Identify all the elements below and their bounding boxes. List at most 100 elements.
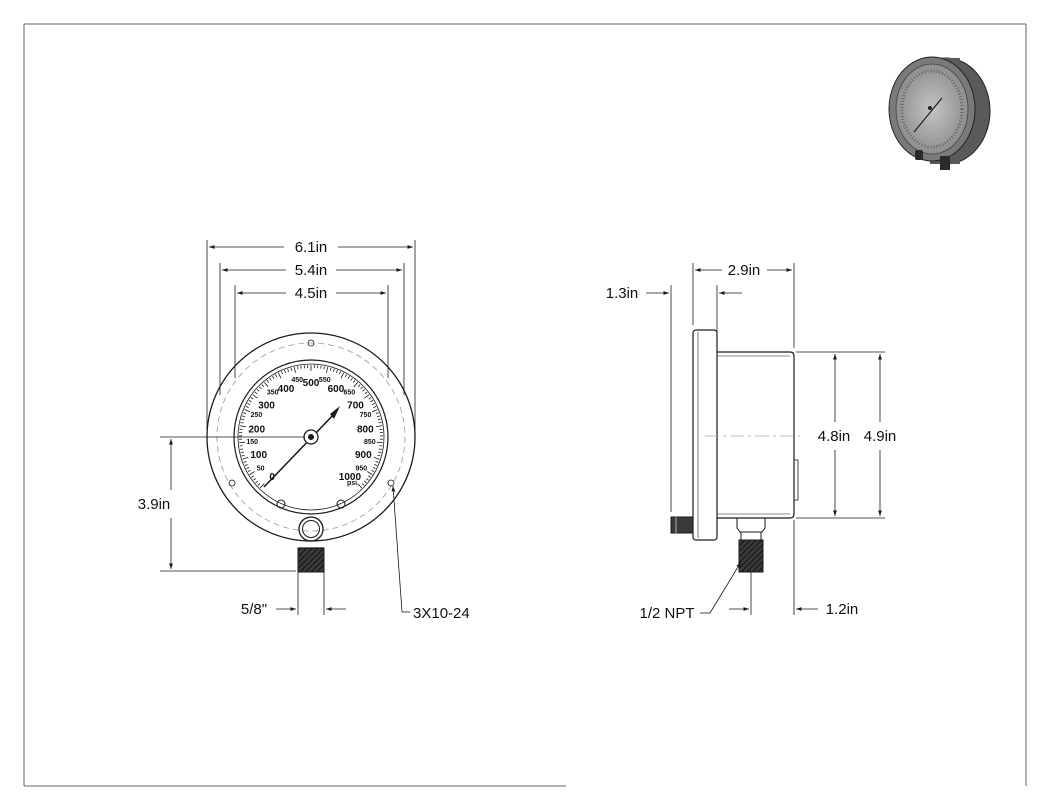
dial-tick <box>269 377 272 381</box>
dial-major-label: 1000 <box>339 472 362 483</box>
dial-tick <box>240 448 244 450</box>
dial-tick <box>244 464 248 466</box>
dial-major-label: 700 <box>347 401 364 412</box>
dial-tick <box>243 412 247 415</box>
dim-height-inner: 4.8in <box>818 428 851 445</box>
dial-tick <box>274 374 278 378</box>
side-stem-socket <box>736 518 766 533</box>
dial-tick <box>242 415 246 418</box>
mount-hole-left <box>228 479 236 487</box>
dial-tick <box>297 366 299 370</box>
dial-tick <box>247 402 251 406</box>
dial-tick <box>261 384 265 387</box>
dial-tick <box>332 368 335 372</box>
dial-tick <box>362 389 366 392</box>
dial-tick <box>377 418 381 421</box>
dial-tick <box>246 466 250 470</box>
gauge-pointer <box>263 410 338 488</box>
dial-minor-label: 650 <box>343 390 355 397</box>
side-blowout-plug <box>670 516 694 534</box>
dim-mount-screws: 3X10-24 <box>413 605 470 622</box>
dial-major-label: 0 <box>269 472 275 483</box>
dial-tick <box>266 379 270 383</box>
dial-tick <box>259 483 265 489</box>
dial-tick <box>251 475 255 478</box>
dial-tick <box>323 366 325 370</box>
dial-tick <box>377 454 381 457</box>
dial-tick <box>371 469 375 473</box>
dial-tick <box>284 369 286 373</box>
dial-tick <box>253 478 257 481</box>
dim-overall-width: 6.1in <box>295 239 328 256</box>
dial-tick <box>329 367 332 371</box>
side-view <box>670 329 800 573</box>
dim-stem-offset: 1.2in <box>826 601 859 618</box>
dial-tick <box>368 397 372 400</box>
mount-hole-top <box>307 339 315 347</box>
dial-tick <box>364 394 370 399</box>
dial-tick <box>243 461 247 463</box>
dial-tick <box>347 375 350 379</box>
dial-tick <box>240 422 244 424</box>
dial-tick <box>378 422 382 424</box>
dial-tick <box>255 480 259 484</box>
dial-minor-label: 750 <box>360 412 372 419</box>
dial-tick <box>263 381 269 388</box>
dial-tick <box>373 405 377 408</box>
dial-tick <box>259 386 262 390</box>
dial-minor-label: 850 <box>364 439 376 446</box>
dial-minor-label: 250 <box>251 412 263 419</box>
dial-tick <box>240 451 244 454</box>
dial-tick <box>244 409 251 413</box>
dial-tick <box>370 400 374 403</box>
dial-tick <box>247 469 251 473</box>
dim-wrench-flat: 5/8" <box>241 601 267 618</box>
dial-screw-left <box>276 499 286 509</box>
dial-minor-label: 150 <box>246 439 258 446</box>
dial-tick <box>287 368 290 372</box>
blowout-plug-inner <box>302 520 320 538</box>
side-bezel <box>692 329 718 541</box>
dim-dial-width: 4.5in <box>295 285 328 302</box>
dial-major-label: 600 <box>328 384 345 395</box>
dial-tick <box>375 412 379 415</box>
dim-height-outer: 4.9in <box>864 428 897 445</box>
dial-tick <box>242 457 249 460</box>
dial-tick <box>252 394 258 399</box>
dial-tick <box>372 466 376 470</box>
dial-tick <box>353 381 359 388</box>
dial-tick <box>376 415 380 418</box>
dial-tick <box>250 397 254 400</box>
dial-tick <box>248 400 252 403</box>
dial-tick <box>241 454 245 457</box>
dial-tick <box>272 375 275 379</box>
dial-tick <box>352 379 356 383</box>
dial-tick <box>257 483 261 486</box>
dial-major-label: 200 <box>248 424 265 435</box>
dial-tick <box>340 372 345 379</box>
dial-tick <box>350 377 353 381</box>
dial-tick <box>293 366 296 373</box>
dial-tick <box>256 389 260 392</box>
dial-tick <box>371 402 375 406</box>
side-back-lug <box>793 459 799 501</box>
dial-minor-label: 950 <box>355 465 367 472</box>
dial-tick <box>254 391 258 395</box>
dial-tick <box>245 405 249 408</box>
dial-tick <box>239 425 246 428</box>
side-dimensions <box>646 263 885 615</box>
dial-tick <box>326 366 329 373</box>
dial-tick <box>241 418 245 421</box>
dim-case-width: 5.4in <box>295 262 328 279</box>
isometric-thumbnail <box>888 56 991 170</box>
dial-major-label: 500 <box>303 378 320 389</box>
dial-unit-label: psi <box>347 480 357 487</box>
dial-labels: 0100200300400500600700800900100050150250… <box>246 377 375 483</box>
dim-depth: 2.9in <box>728 262 761 279</box>
dial-tick <box>367 475 371 478</box>
dial-tick <box>339 371 341 375</box>
front-dimensions <box>160 240 416 615</box>
dial-tick <box>363 480 367 484</box>
dial-tick <box>378 451 382 454</box>
dial-tick <box>344 374 348 378</box>
